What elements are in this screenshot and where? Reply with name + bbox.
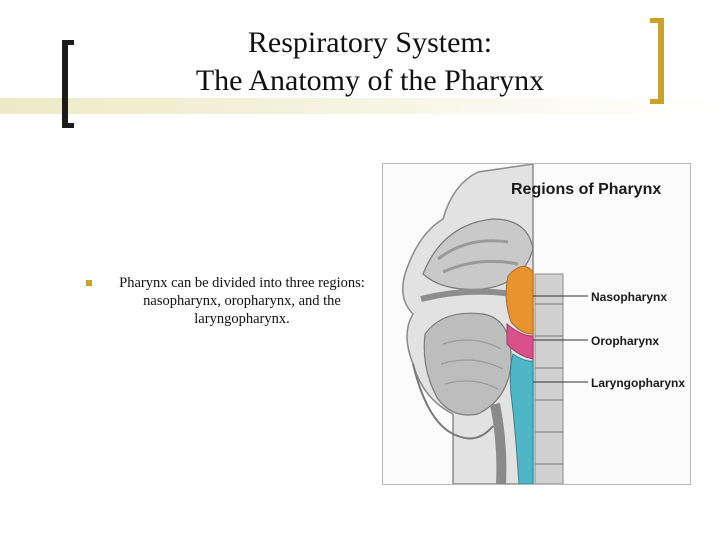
label-laryngopharynx: Laryngopharynx <box>591 376 685 390</box>
nasopharynx-region <box>505 265 534 335</box>
bullet-square-icon <box>86 280 92 286</box>
title-line-1: Respiratory System: <box>247 26 493 59</box>
left-bracket-decoration <box>62 40 74 128</box>
pharynx-diagram: Regions of Pharynx Nasopharynx Oropharyn… <box>382 163 691 485</box>
pharynx-illustration: Regions of Pharynx Nasopharynx Oropharyn… <box>402 164 685 484</box>
bullet-text: Pharynx can be divided into three region… <box>119 275 365 327</box>
laryngopharynx-region <box>509 353 534 484</box>
jaw <box>412 363 494 440</box>
spine <box>534 273 564 484</box>
trachea <box>490 403 507 484</box>
bullet-item: Pharynx can be divided into three region… <box>86 274 366 328</box>
oropharynx-region <box>506 322 534 360</box>
tongue <box>423 312 512 416</box>
nasal-cavity <box>422 218 534 291</box>
label-nasopharynx: Nasopharynx <box>591 290 667 304</box>
figure-heading: Regions of Pharynx <box>511 181 661 198</box>
slide-title: Respiratory System: The Anatomy of the P… <box>100 24 640 100</box>
title-band <box>0 98 720 114</box>
title-line-2: The Anatomy of the Pharynx <box>195 64 545 97</box>
right-bracket-decoration <box>650 18 664 104</box>
label-oropharynx: Oropharynx <box>591 334 659 348</box>
